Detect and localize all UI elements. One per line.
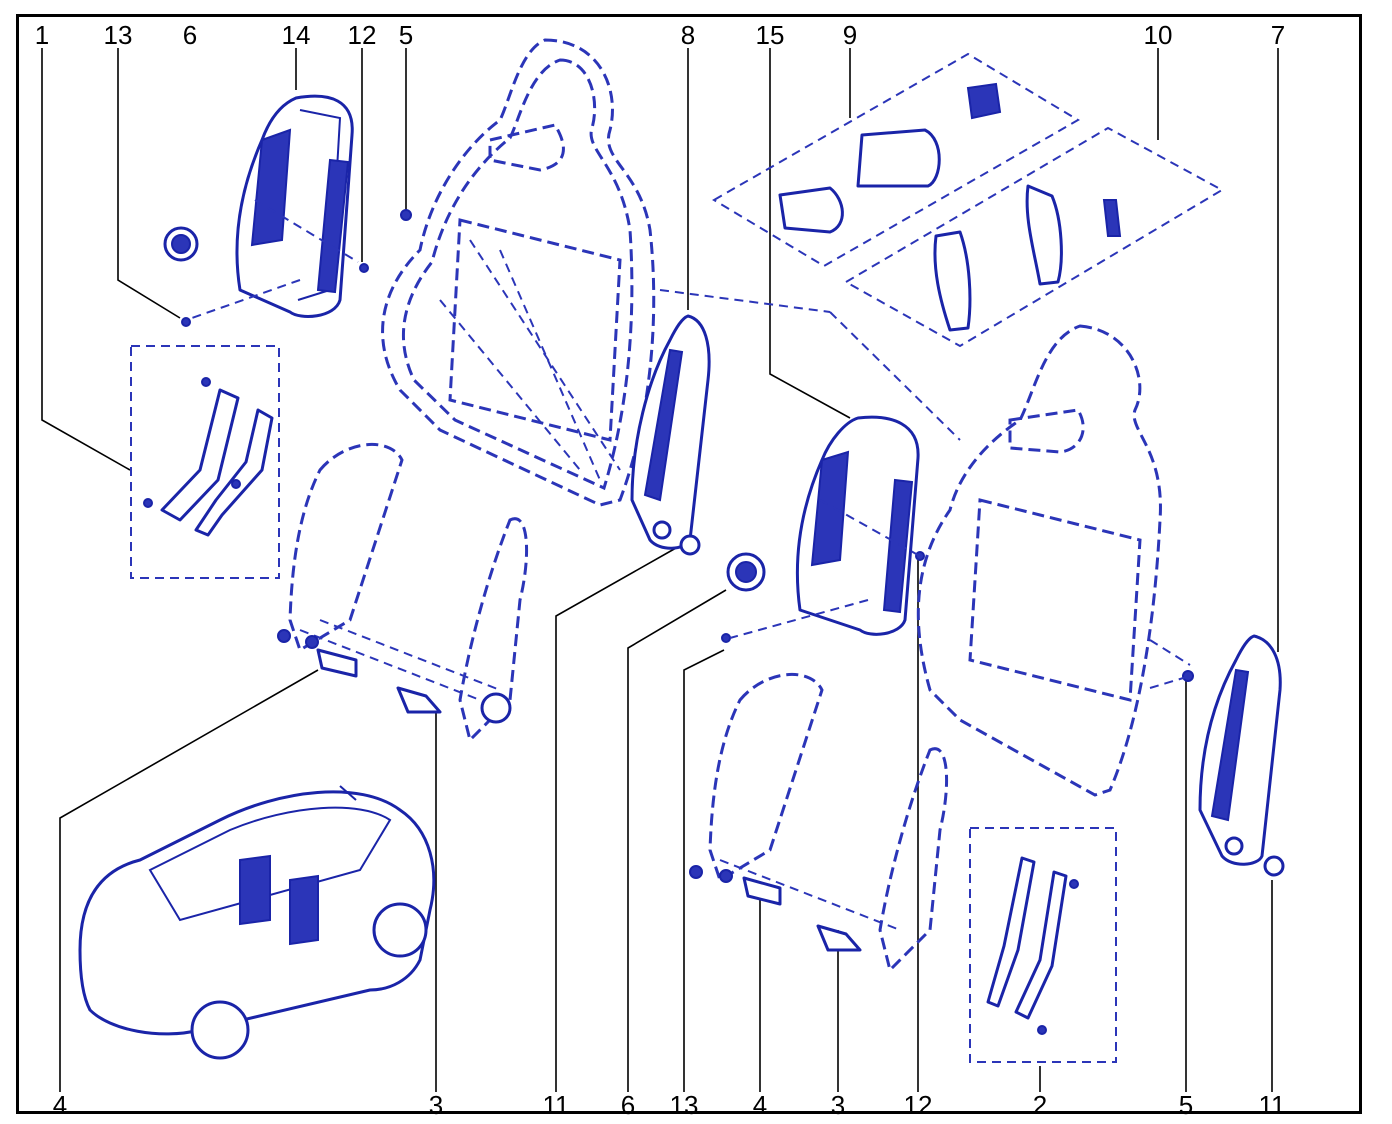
callout-6: 6	[182, 20, 198, 50]
callout-2: 2	[1032, 1090, 1048, 1120]
callout-4: 4	[52, 1090, 68, 1120]
callout-5-bottom: 5	[1178, 1090, 1194, 1120]
callout-6-bottom: 6	[620, 1090, 636, 1120]
callout-10: 10	[1143, 20, 1173, 50]
car-illustration	[78, 785, 436, 1060]
callout-11-bottom: 11	[1258, 1090, 1286, 1120]
diagram-frame	[16, 14, 1362, 1114]
callout-3-bottom: 3	[830, 1090, 846, 1120]
callout-7: 7	[1270, 20, 1286, 50]
part-10-trim-kit	[843, 126, 1225, 348]
part-15-side-cushion	[729, 415, 920, 639]
callout-5: 5	[398, 20, 414, 50]
callout-12: 12	[347, 20, 377, 50]
callout-13: 13	[103, 20, 133, 50]
part-8-side-panel	[630, 314, 711, 556]
part-1-bracket-kit	[130, 345, 280, 579]
callout-14: 14	[281, 20, 311, 50]
part-7-side-panel	[1198, 634, 1285, 877]
callout-8: 8	[680, 20, 696, 50]
callout-1: 1	[34, 20, 50, 50]
part-6-knob-left	[163, 226, 199, 262]
part-14-side-cushion	[191, 94, 359, 319]
part-9-trim-kit	[712, 52, 1080, 268]
part-6-knob-middle	[726, 552, 766, 592]
callout-11: 11	[542, 1090, 570, 1120]
part-2-bracket-kit	[969, 827, 1117, 1063]
callout-3: 3	[428, 1090, 444, 1120]
callout-12-bottom: 12	[903, 1090, 933, 1120]
recliner-frame-left	[277, 442, 528, 743]
recliner-frame-right	[689, 672, 948, 973]
leader-lines	[41, 48, 1279, 1092]
callout-15: 15	[755, 20, 785, 50]
callout-9: 9	[842, 20, 858, 50]
callout-13-bottom: 13	[669, 1090, 699, 1120]
callout-4-bottom: 4	[752, 1090, 768, 1120]
seat-back-frame-left	[381, 38, 656, 507]
seat-back-frame-right	[916, 324, 1191, 797]
screws	[181, 209, 1194, 682]
